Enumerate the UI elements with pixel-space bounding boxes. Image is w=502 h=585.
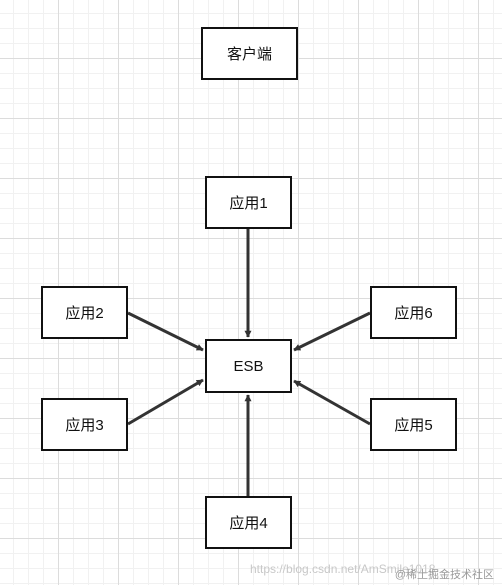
client-node: 客户端 [201, 27, 298, 80]
app5-node: 应用5 [370, 398, 457, 451]
watermark-brand: @稀土掘金技术社区 [394, 569, 494, 581]
app3-node: 应用3 [41, 398, 128, 451]
app6-node: 应用6 [370, 286, 457, 339]
app2-node: 应用2 [41, 286, 128, 339]
arrow-app5-esb [293, 379, 371, 426]
watermark-url: https://blog.csdn.net/AmSmile1018 [250, 562, 436, 576]
arrow-app2-esb [127, 311, 204, 352]
arrow-app3-esb [127, 378, 204, 426]
esb-node: ESB [205, 339, 292, 393]
arrow-app6-esb [293, 311, 371, 352]
app4-node: 应用4 [205, 496, 292, 549]
app1-node: 应用1 [205, 176, 292, 229]
